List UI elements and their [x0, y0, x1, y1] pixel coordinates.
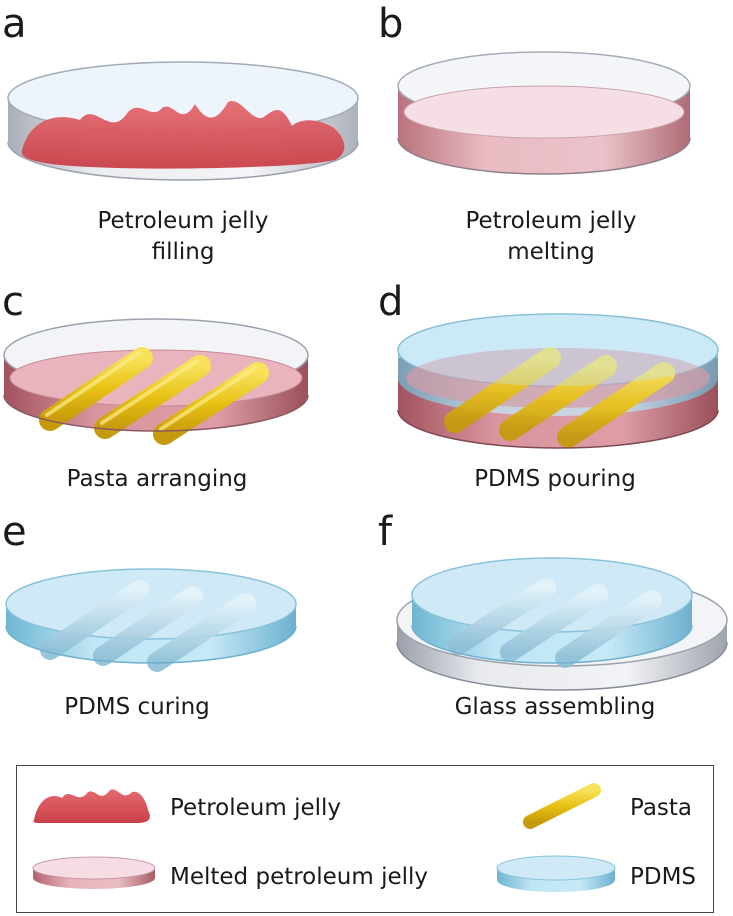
panel-letter-e: e — [2, 509, 27, 555]
pasta-piece — [153, 362, 269, 445]
dish-c — [3, 318, 309, 445]
pdms-block-e — [5, 568, 297, 672]
pasta-piece — [557, 362, 675, 448]
caption-b-line2: melting — [507, 239, 595, 265]
pasta-piece — [94, 355, 211, 439]
pasta-piece — [444, 347, 561, 433]
dish-a — [7, 61, 359, 181]
caption-a: Petroleum jelly filling — [48, 206, 318, 268]
pdms-legend-icon — [496, 855, 616, 892]
melted-jelly-legend-icon — [32, 856, 156, 889]
pasta-piece — [39, 347, 153, 431]
caption-a-line1: Petroleum jelly — [97, 208, 269, 234]
legend-box — [16, 765, 714, 913]
panel-letter-a: a — [2, 1, 27, 47]
petroleum-jelly-legend-icon — [33, 789, 150, 823]
legend-label-pasta: Pasta — [630, 795, 693, 821]
panel-letter-c: c — [2, 279, 24, 325]
caption-a-line2: filling — [151, 239, 215, 265]
channel — [500, 584, 608, 662]
caption-f: Glass assembling — [454, 694, 656, 720]
legend-label-petroleum-jelly: Petroleum jelly — [170, 795, 342, 821]
caption-b: Petroleum jelly melting — [416, 206, 686, 268]
panel-letter-b: b — [378, 1, 404, 47]
channel — [147, 593, 256, 672]
caption-b-line1: Petroleum jelly — [465, 208, 637, 234]
channel — [448, 578, 556, 655]
channel — [555, 590, 662, 668]
legend-label-melted-petroleum-jelly: Melted petroleum jelly — [170, 864, 429, 890]
panel-letter-f: f — [378, 509, 393, 555]
panel-letter-d: d — [378, 279, 404, 325]
pasta-legend-icon — [523, 783, 601, 829]
channel — [93, 586, 203, 666]
legend-label-pdms: PDMS — [630, 864, 697, 890]
caption-c: Pasta arranging — [66, 466, 248, 492]
caption-e: PDMS curing — [64, 694, 210, 720]
dish-b — [397, 51, 691, 175]
petroleum-jelly-blob — [21, 101, 345, 169]
channel — [40, 580, 150, 660]
pdms-block-f — [411, 557, 693, 668]
pasta-piece — [499, 355, 617, 441]
caption-d: PDMS pouring — [474, 466, 636, 492]
dish-d — [397, 313, 719, 449]
